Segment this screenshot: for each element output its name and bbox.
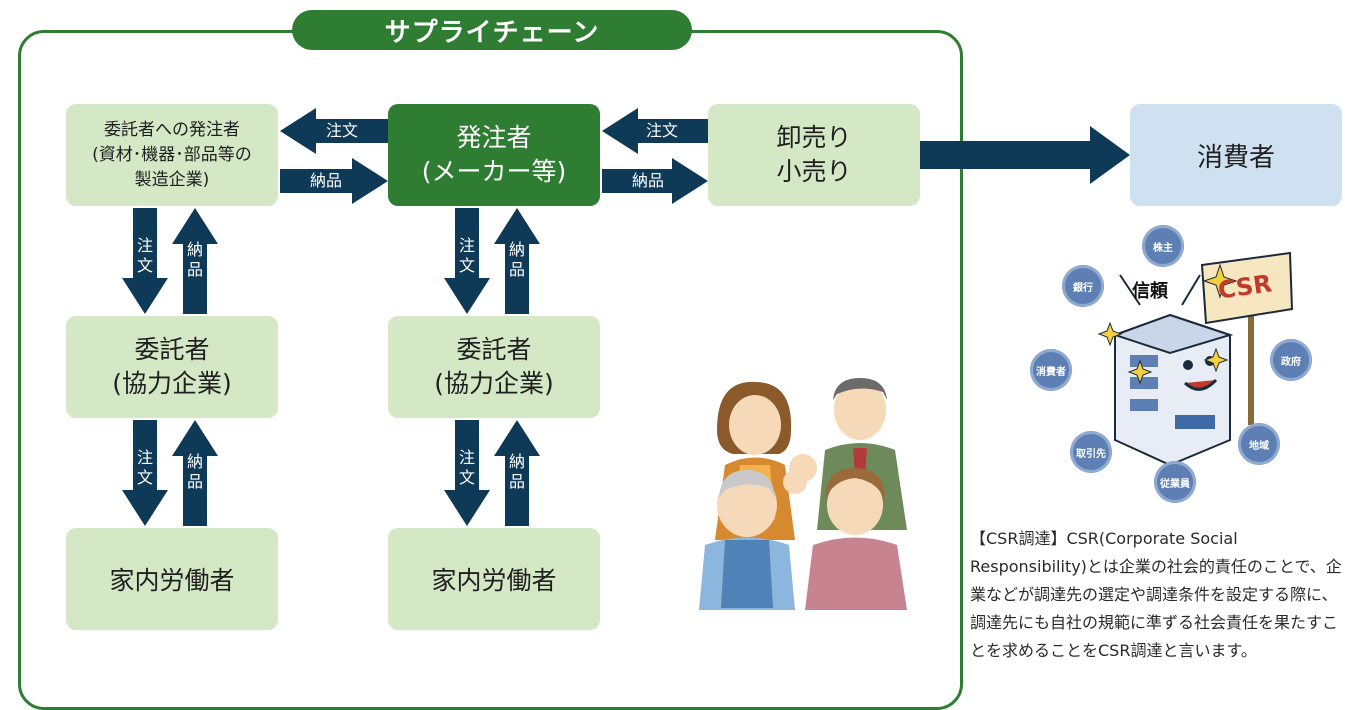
retail-box: 卸売り 小売り bbox=[708, 104, 920, 206]
order-arrow-down-left-lower bbox=[122, 420, 168, 526]
delivery-up-left-lower-label: 納 品 bbox=[186, 452, 203, 491]
stakeholder-consumers-badge: 消費者 bbox=[1030, 349, 1072, 391]
csr-building-icon bbox=[1097, 251, 1294, 467]
order-arrow-left bbox=[280, 108, 388, 154]
cooperating-people-illustration bbox=[699, 378, 907, 610]
contractor-center-label: 委託者 (協力企業) bbox=[434, 335, 554, 398]
order-arrow-right-label: 注文 bbox=[645, 121, 678, 140]
csr-procurement-note: 【CSR調達】CSR(Corporate Social Responsibili… bbox=[970, 529, 1342, 660]
homeworker-center-label: 家内労働者 bbox=[431, 566, 557, 595]
trust-label: 信頼 bbox=[1132, 281, 1168, 302]
delivery-up-center-upper-label: 納 品 bbox=[508, 240, 525, 279]
order-arrow-left-label: 注文 bbox=[325, 121, 358, 140]
delivery-arrow-right-label: 納品 bbox=[631, 171, 664, 190]
order-down-center-lower-label: 注 文 bbox=[458, 448, 475, 487]
order-down-left-upper-label: 注 文 bbox=[136, 236, 153, 275]
homeworker-center-box: 家内労働者 bbox=[388, 528, 600, 630]
csr-illustration: 信頼 CSR 株主 銀行 政府 消費者 取引先 地域 従業員 bbox=[1020, 225, 1320, 505]
order-down-center-upper-label: 注 文 bbox=[458, 236, 475, 275]
homeworker-left-box: 家内労働者 bbox=[66, 528, 278, 630]
stakeholder-community-badge: 地域 bbox=[1238, 423, 1280, 465]
stakeholder-employees-badge: 従業員 bbox=[1154, 461, 1196, 503]
stakeholder-shareholders-badge: 株主 bbox=[1142, 225, 1184, 267]
consumer-box: 消費者 bbox=[1130, 104, 1342, 206]
delivery-arrow-up-left-upper bbox=[172, 208, 218, 314]
order-arrow-down-left-upper bbox=[122, 208, 168, 314]
delivery-up-center-lower-label: 納 品 bbox=[508, 452, 525, 491]
supplier-box: 委託者への発注者 (資材･機器･部品等の 製造企業) bbox=[66, 104, 278, 206]
delivery-arrow-up-center-upper bbox=[494, 208, 540, 314]
contractor-left-label: 委託者 (協力企業) bbox=[112, 335, 232, 398]
retail-label: 卸売り 小売り bbox=[776, 123, 852, 186]
delivery-up-left-upper-label: 納 品 bbox=[186, 240, 203, 279]
stakeholder-business-partners-badge: 取引先 bbox=[1070, 431, 1112, 473]
stakeholder-government-badge: 政府 bbox=[1270, 339, 1312, 381]
order-arrow-down-center-lower bbox=[444, 420, 490, 526]
homeworker-left-label: 家内労働者 bbox=[109, 566, 235, 595]
supply-chain-title: サプライチェーン bbox=[292, 10, 692, 50]
contractor-center-box: 委託者 (協力企業) bbox=[388, 316, 600, 418]
order-down-left-lower-label: 注 文 bbox=[136, 448, 153, 487]
delivery-arrow-up-left-lower bbox=[172, 420, 218, 526]
contractor-left-box: 委託者 (協力企業) bbox=[66, 316, 278, 418]
orderer-box: 発注者 (メーカー等) bbox=[388, 104, 600, 206]
stakeholder-bank-badge: 銀行 bbox=[1062, 265, 1104, 307]
order-arrow-right bbox=[602, 108, 708, 154]
delivery-arrow-left-label: 納品 bbox=[309, 171, 342, 190]
delivery-arrow-right bbox=[602, 158, 708, 204]
order-arrow-down-center-upper bbox=[444, 208, 490, 314]
supplier-label: 委託者への発注者 (資材･機器･部品等の 製造企業) bbox=[92, 119, 252, 190]
consumer-label: 消費者 bbox=[1196, 142, 1275, 173]
delivery-arrow-left bbox=[280, 158, 388, 204]
orderer-label: 発注者 (メーカー等) bbox=[421, 123, 567, 186]
delivery-arrow-up-center-lower bbox=[494, 420, 540, 526]
to-consumer-arrow bbox=[920, 126, 1130, 184]
